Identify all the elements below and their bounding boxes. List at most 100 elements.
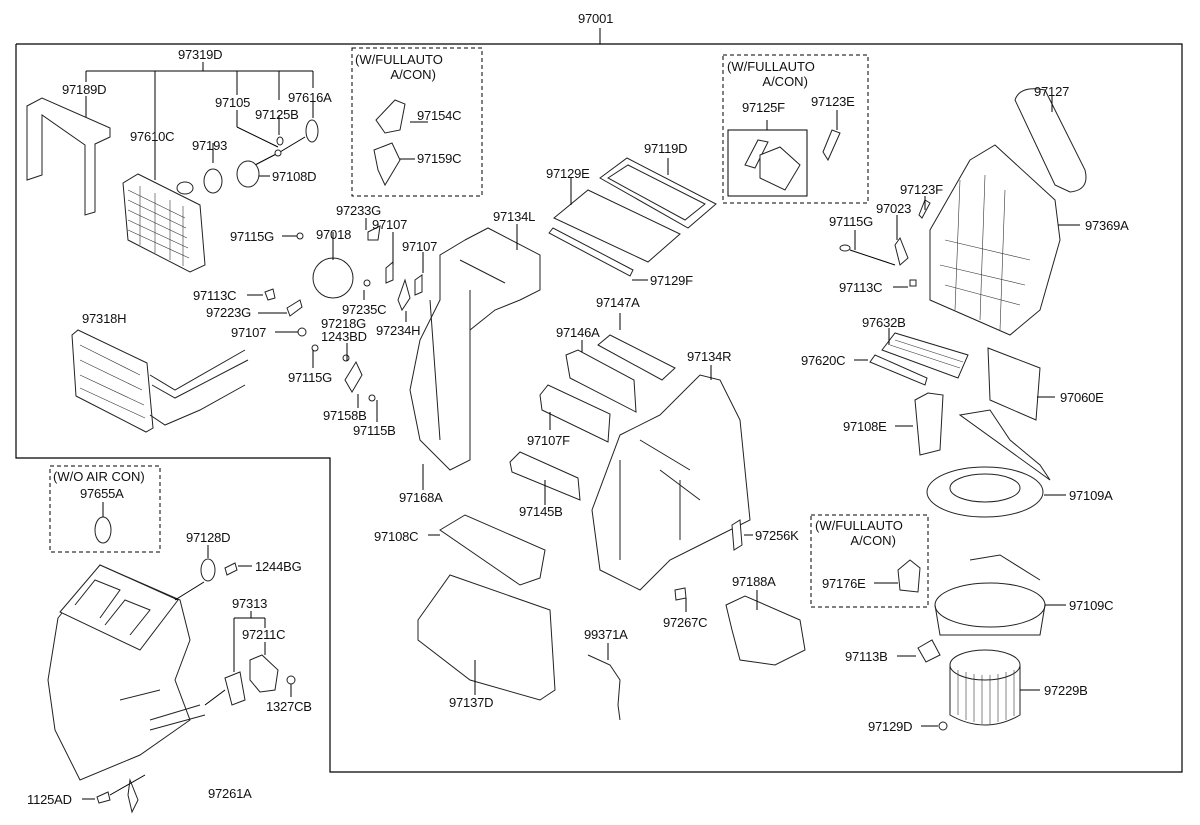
- label-97115G-a: 97115G: [230, 229, 275, 244]
- part-97134R-right-case: [591, 365, 751, 591]
- option-box-full-auto-3: [810, 514, 929, 608]
- label-97134R: 97134R: [687, 349, 732, 364]
- label-97233G: 97233G: [336, 203, 382, 218]
- part-97189D-cover: [26, 97, 111, 216]
- part-97115G-c: [839, 244, 851, 252]
- bracket-97313: [233, 611, 292, 697]
- part-97632B-filter: [881, 332, 969, 379]
- label-97267C: 97267C: [663, 615, 708, 630]
- label-97129D: 97129D: [868, 719, 913, 734]
- part-97113C-b: [909, 279, 917, 287]
- part-97147A: [597, 334, 676, 381]
- part-97193: [203, 168, 223, 194]
- part-97107-c: [297, 327, 307, 337]
- option-box-full-auto-1: [351, 47, 483, 197]
- label-97127: 97127: [1034, 84, 1070, 99]
- label-97128D: 97128D: [186, 530, 231, 545]
- part-97369A-intake-case: [929, 144, 1061, 336]
- label-97134L: 97134L: [493, 209, 536, 224]
- part-97134L-left-case: [409, 224, 541, 471]
- part-97158B: [344, 360, 363, 393]
- part-97313-gasket: [224, 671, 246, 706]
- label-97610C: 97610C: [130, 129, 175, 144]
- label-97115B: 97115B: [353, 423, 396, 438]
- label-97107-b: 97107: [402, 239, 438, 254]
- label-1244BG: 1244BG: [255, 559, 302, 574]
- label-97123E: 97123E: [811, 94, 855, 109]
- label-97023: 97023: [876, 201, 912, 216]
- part-1243BD: [342, 354, 350, 362]
- note-full-auto-1: (W/FULLAUTO A/CON): [355, 52, 443, 82]
- part-97235C: [363, 279, 371, 287]
- label-97229B: 97229B: [1044, 683, 1088, 698]
- label-97223G: 97223G: [206, 305, 252, 320]
- part-97109C-blower-lower: [934, 582, 1046, 628]
- part-97123E: [822, 129, 841, 162]
- part-97109A-blower-upper: [926, 466, 1044, 518]
- part-1244BG: [224, 562, 238, 576]
- label-97060E: 97060E: [1060, 390, 1104, 405]
- part-97115G-a: [296, 232, 304, 240]
- part-97125F: [744, 139, 769, 169]
- part-97256K: [731, 519, 743, 551]
- label-97193: 97193: [192, 138, 228, 153]
- part-97108D: [236, 160, 260, 188]
- part-97234H: [397, 278, 411, 312]
- part-97655A: [94, 516, 112, 544]
- label-97313: 97313: [232, 596, 268, 611]
- label-97655A: 97655A: [80, 486, 124, 501]
- part-97233G: [367, 225, 381, 241]
- label-1327CB: 1327CB: [266, 699, 312, 714]
- part-97023: [894, 236, 909, 266]
- label-97234H: 97234H: [376, 323, 421, 338]
- label-97129F: 97129F: [650, 273, 693, 288]
- label-1243BD: 1243BD: [321, 329, 367, 344]
- part-97107-b: [414, 274, 423, 296]
- part-97616A: [305, 119, 319, 143]
- part-97129D: [938, 721, 948, 731]
- part-97113B: [917, 639, 941, 663]
- label-97108E: 97108E: [843, 419, 887, 434]
- label-97108D: 97108D: [272, 169, 317, 184]
- part-97188A-duct: [725, 595, 806, 666]
- label-99371A: 99371A: [584, 627, 628, 642]
- label-97107-a: 97107: [372, 217, 408, 232]
- label-97620C: 97620C: [801, 353, 846, 368]
- part-97267C: [674, 587, 687, 601]
- part-97146A: [565, 349, 637, 413]
- label-97129E: 97129E: [546, 166, 590, 181]
- part-97113C-a: [264, 288, 276, 301]
- label-97159C: 97159C: [417, 151, 462, 166]
- part-97137D-lower-case: [417, 574, 556, 701]
- label-97146A: 97146A: [556, 325, 600, 340]
- part-97176E: [897, 559, 921, 593]
- label-97108C: 97108C: [374, 529, 419, 544]
- part-97115B: [368, 394, 376, 402]
- part-97145B: [509, 451, 581, 501]
- label-97632B: 97632B: [862, 315, 906, 330]
- note-wo-air-con: (W/O AIR CON): [53, 469, 145, 484]
- label-97109A: 97109A: [1069, 488, 1113, 503]
- part-1327CB: [286, 675, 296, 685]
- part-97125F-module: [759, 146, 801, 191]
- label-97018: 97018: [316, 227, 352, 242]
- part-97154C: [375, 99, 406, 134]
- label-97616A: 97616A: [288, 90, 332, 105]
- part-97018-actuator: [312, 257, 354, 299]
- part-97060E-filter: [987, 347, 1041, 421]
- label-97211C: 97211C: [242, 627, 286, 642]
- part-97119D: [599, 157, 717, 229]
- label-97261A: 97261A: [208, 786, 252, 801]
- label-97115G-b: 97115G: [288, 370, 333, 385]
- label-97125F: 97125F: [742, 100, 785, 115]
- label-97318H: 97318H: [82, 311, 127, 326]
- assembly-frame: [15, 43, 1183, 773]
- part-97610C-evaporator: [122, 173, 206, 273]
- part-97129E: [553, 189, 681, 263]
- label-97107F: 97107F: [527, 433, 570, 448]
- label-97319D: 97319D: [178, 47, 223, 62]
- label-97176E: 97176E: [822, 576, 866, 591]
- note-full-auto-2: (W/FULLAUTO A/CON): [727, 59, 815, 89]
